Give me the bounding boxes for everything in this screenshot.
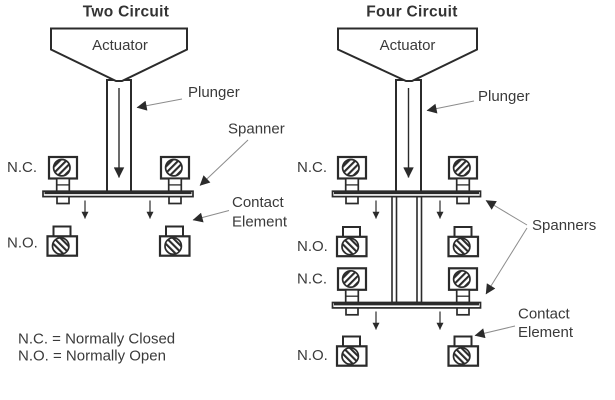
legend: N.C. = Normally Closed N.O. = Normally O…	[18, 331, 175, 365]
spanners-leader-arrow-upper-icon	[485, 200, 528, 226]
no-contact-element	[158, 225, 191, 257]
no-label: N.O.	[7, 235, 38, 252]
spanner-leader-arrow-icon	[199, 139, 249, 186]
contact-element-label-line2: Element	[232, 214, 288, 231]
no-contact-element	[447, 335, 480, 367]
two-circuit-diagram: Two Circuit Actuator Plunger Spanner N.C…	[7, 4, 288, 257]
spanner-label: Spanner	[228, 121, 285, 138]
plunger-label: Plunger	[478, 88, 530, 105]
spanners-label: Spanners	[532, 217, 596, 234]
plunger-leader-arrow-icon	[426, 100, 475, 114]
four-circuit-diagram: Four Circuit Actuator Plunger N.C. N.O. …	[297, 4, 596, 367]
spanners-leader-arrow-lower-icon	[485, 227, 528, 295]
actuator-shape	[337, 27, 478, 82]
legend-nc-definition: N.C. = Normally Closed	[18, 331, 175, 348]
actuator-label: Actuator	[92, 37, 148, 54]
nc-row2-label: N.C.	[297, 271, 327, 288]
no-contact-element	[447, 225, 480, 258]
no-contact-element	[46, 225, 79, 257]
actuator-shape	[50, 27, 188, 82]
plunger-leader-arrow-icon	[136, 98, 183, 111]
no-contact-element	[335, 335, 368, 367]
contact-leader-arrow-icon	[192, 210, 230, 223]
no-row2-label: N.O.	[297, 347, 328, 364]
contact-element-label-line1: Contact	[232, 194, 285, 211]
two-circuit-title: Two Circuit	[83, 4, 170, 21]
contact-element-label-line1: Contact	[518, 306, 571, 323]
no-row1-label: N.O.	[297, 238, 328, 255]
four-circuit-title: Four Circuit	[366, 4, 457, 21]
no-contact-element	[335, 225, 368, 258]
contact-element-label-line2: Element	[518, 324, 574, 341]
contact-leader-arrow-icon	[474, 325, 516, 339]
plunger-label: Plunger	[188, 84, 240, 101]
nc-label: N.C.	[7, 159, 37, 176]
legend-no-definition: N.O. = Normally Open	[18, 348, 166, 365]
actuator-label: Actuator	[380, 37, 436, 54]
nc-row1-label: N.C.	[297, 159, 327, 176]
